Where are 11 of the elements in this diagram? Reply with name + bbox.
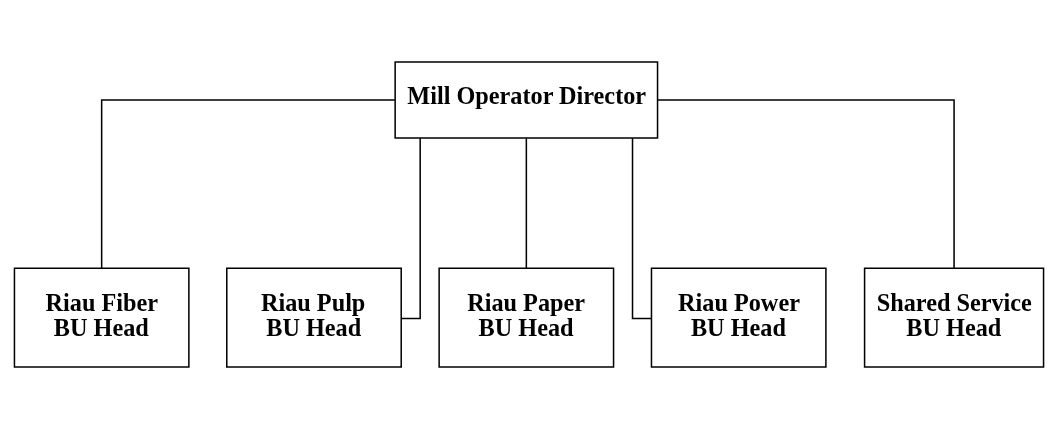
node-box: Shared Service BU Head: [863, 267, 1045, 368]
connector: [400, 136, 421, 319]
node-box: Mill Operator Director: [394, 60, 659, 139]
node-box: Riau Paper BU Head: [438, 267, 615, 368]
connector: [631, 136, 652, 319]
node-box: Riau Pulp BU Head: [226, 267, 402, 368]
connector: [525, 137, 528, 269]
node-box: Riau Power BU Head: [650, 267, 827, 368]
connector: [100, 98, 396, 269]
node-box: Riau Fiber BU Head: [13, 267, 190, 368]
connector: [656, 98, 955, 269]
